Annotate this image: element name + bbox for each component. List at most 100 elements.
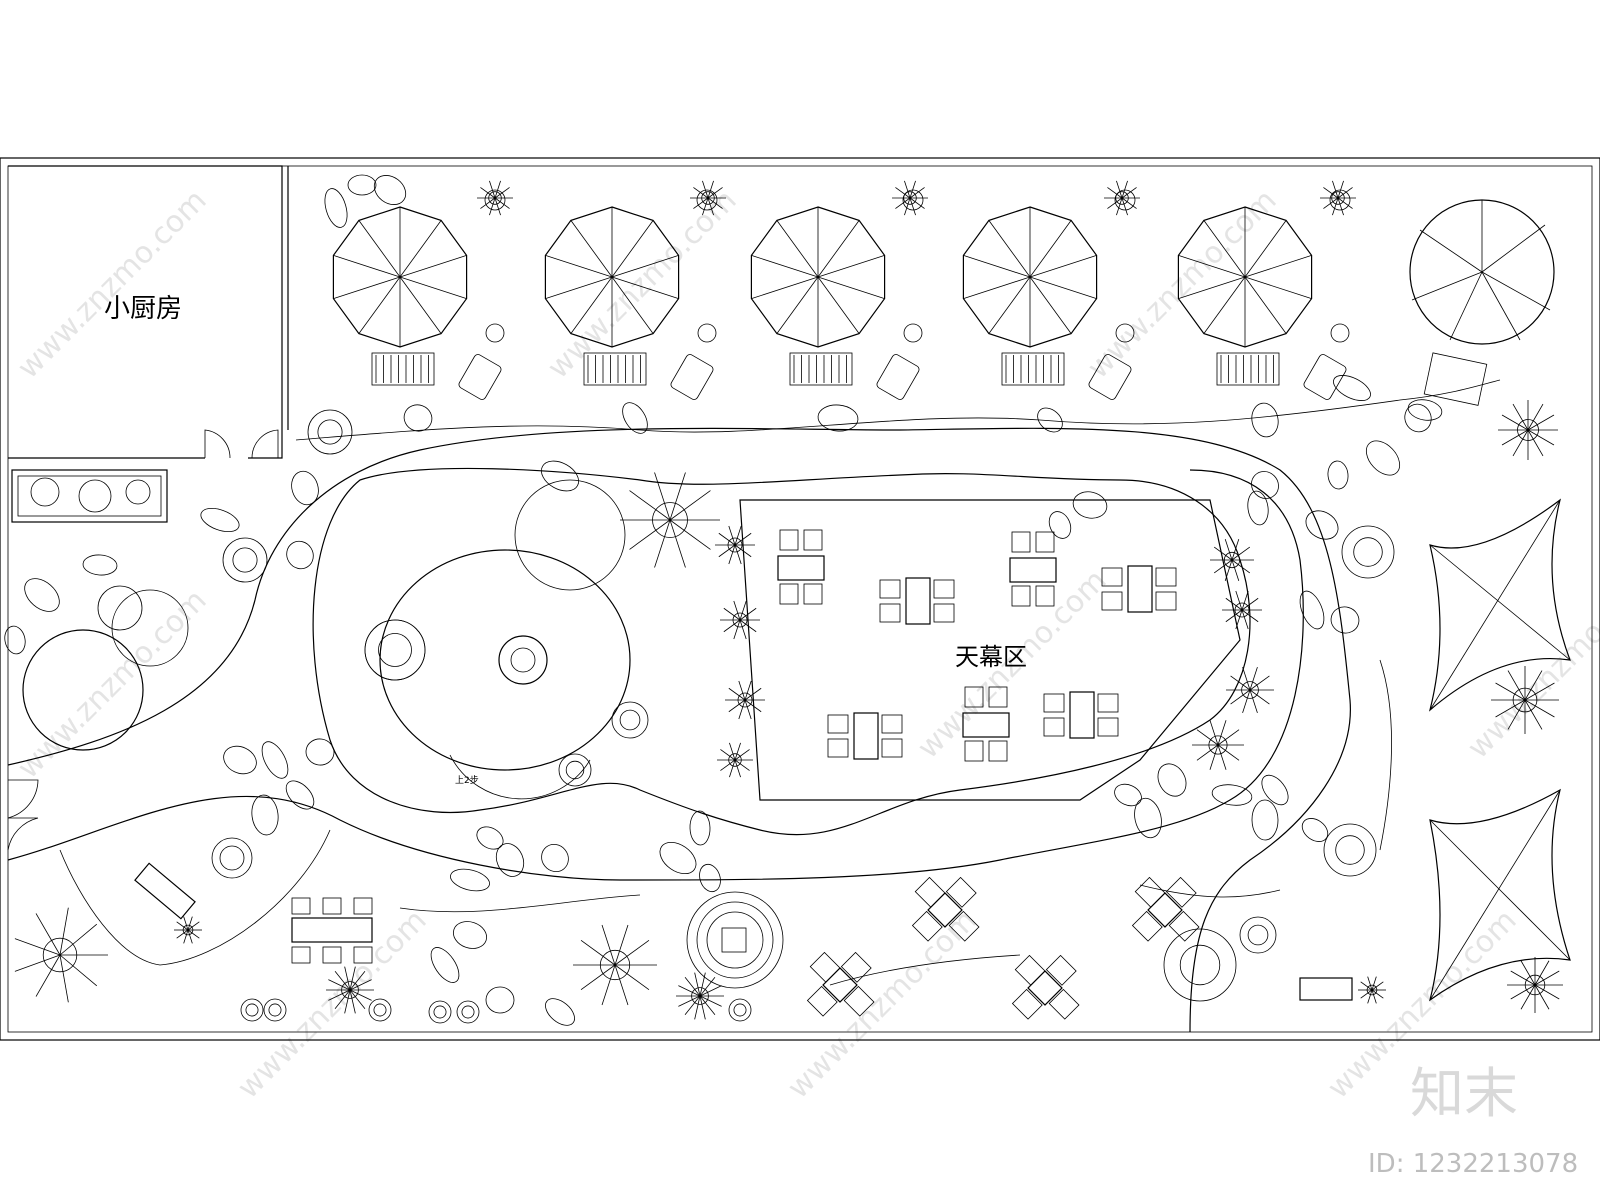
chair bbox=[1045, 954, 1077, 986]
plant-leaf bbox=[699, 972, 706, 997]
plant-leaf bbox=[1224, 559, 1233, 582]
plant-leaf bbox=[614, 924, 629, 966]
stepping-stone bbox=[622, 402, 648, 434]
plant-leaf bbox=[1217, 729, 1240, 746]
umbrella-rib bbox=[817, 276, 885, 300]
plant-leaf bbox=[1225, 597, 1243, 611]
tree-symbol bbox=[456, 1000, 480, 1024]
bistro-set bbox=[1011, 954, 1080, 1020]
table-top bbox=[1009, 557, 1057, 583]
plant-leaf bbox=[1524, 699, 1555, 718]
plant-leaf bbox=[699, 995, 706, 1020]
plant-leaf bbox=[349, 966, 356, 991]
plant-leaf bbox=[1230, 675, 1251, 691]
plant-symbol bbox=[14, 907, 108, 1003]
stepping-stone bbox=[541, 843, 569, 873]
stepping-stone bbox=[1072, 491, 1108, 519]
plant-leaf bbox=[694, 995, 701, 1020]
plant-leaf bbox=[1235, 609, 1243, 630]
plant-leaf bbox=[1507, 699, 1526, 730]
plant-leaf bbox=[1217, 720, 1227, 746]
chair bbox=[1168, 910, 1200, 942]
plant-leaf bbox=[494, 197, 501, 216]
stepping-stone bbox=[200, 507, 240, 533]
umbrella-rib bbox=[817, 276, 860, 334]
stepping-stone bbox=[24, 578, 60, 612]
chair bbox=[1101, 591, 1123, 611]
chair bbox=[809, 951, 841, 983]
stepping-stone bbox=[1251, 799, 1279, 841]
plant-leaf bbox=[734, 532, 752, 546]
stepping-stone bbox=[485, 986, 515, 1014]
stepping-stone bbox=[1261, 774, 1289, 806]
chair bbox=[911, 910, 943, 942]
sun-lounger bbox=[789, 352, 853, 386]
tree-trunk bbox=[461, 1005, 475, 1019]
umbrella-rib bbox=[776, 220, 819, 278]
plant-leaf bbox=[720, 749, 736, 761]
tree-symbol bbox=[1239, 916, 1277, 954]
site-boundary bbox=[0, 157, 1600, 1041]
stepping-stone bbox=[305, 738, 335, 766]
chair bbox=[933, 579, 955, 599]
plant-leaf bbox=[1510, 984, 1536, 1000]
plant-leaf bbox=[1332, 197, 1339, 216]
side-chair bbox=[1088, 354, 1132, 400]
plant-leaf bbox=[349, 989, 356, 1014]
tree-canopy bbox=[1239, 916, 1277, 954]
kitchen-label: 小厨房 bbox=[104, 294, 182, 324]
plant-leaf bbox=[734, 759, 741, 778]
side-chair bbox=[670, 354, 714, 400]
long-dining-table bbox=[291, 897, 373, 964]
planter-box bbox=[11, 469, 168, 523]
plant-leaf bbox=[895, 187, 911, 199]
plant-leaf bbox=[187, 921, 200, 931]
stepping-stone bbox=[347, 174, 377, 196]
central-lawn-edge bbox=[312, 467, 1251, 836]
table-top bbox=[905, 577, 931, 625]
plant-leaf bbox=[1241, 609, 1249, 630]
plant-symbol bbox=[1498, 400, 1558, 460]
tree-trunk bbox=[373, 1003, 387, 1017]
plant-leaf bbox=[1242, 689, 1251, 713]
plant-leaf bbox=[1121, 197, 1128, 216]
tree-trunk bbox=[565, 760, 585, 780]
chair bbox=[945, 876, 977, 908]
tree-trunk bbox=[1353, 537, 1383, 567]
plant-leaf bbox=[1249, 689, 1270, 705]
plant-leaf bbox=[349, 970, 366, 991]
tree-symbol bbox=[1323, 823, 1377, 877]
plant-leaf bbox=[1213, 559, 1233, 574]
plant-leaf bbox=[1241, 609, 1259, 623]
plant-leaf bbox=[1371, 981, 1384, 991]
stepping-stone bbox=[1048, 511, 1072, 539]
plant-leaf bbox=[334, 989, 351, 1010]
plant-leaf bbox=[1524, 699, 1543, 730]
plant-leaf bbox=[349, 989, 372, 1001]
chair bbox=[803, 529, 823, 551]
plant-leaf bbox=[654, 472, 671, 521]
plant-leaf bbox=[744, 699, 762, 713]
tree-trunk bbox=[619, 709, 641, 731]
chair bbox=[1131, 910, 1163, 942]
plant-leaf bbox=[1495, 682, 1526, 701]
plant-leaf bbox=[1520, 984, 1536, 1010]
plant-leaf bbox=[694, 972, 701, 997]
plant-leaf bbox=[176, 921, 189, 931]
plant-leaf bbox=[489, 180, 496, 199]
umbrella-rib bbox=[988, 220, 1031, 278]
plant-symbol bbox=[1226, 667, 1274, 713]
table-top bbox=[962, 712, 1010, 738]
plant-leaf bbox=[904, 197, 911, 216]
plant-leaf bbox=[1371, 989, 1377, 1004]
stepping-stone bbox=[817, 404, 859, 432]
sun-lounger bbox=[371, 352, 435, 386]
side-chair bbox=[458, 354, 502, 400]
chair bbox=[988, 740, 1008, 762]
chair bbox=[879, 579, 901, 599]
plant-leaf bbox=[344, 966, 351, 991]
tree-canopy bbox=[222, 537, 268, 583]
stepping-stone bbox=[324, 188, 348, 228]
plant-group bbox=[14, 180, 1563, 1024]
